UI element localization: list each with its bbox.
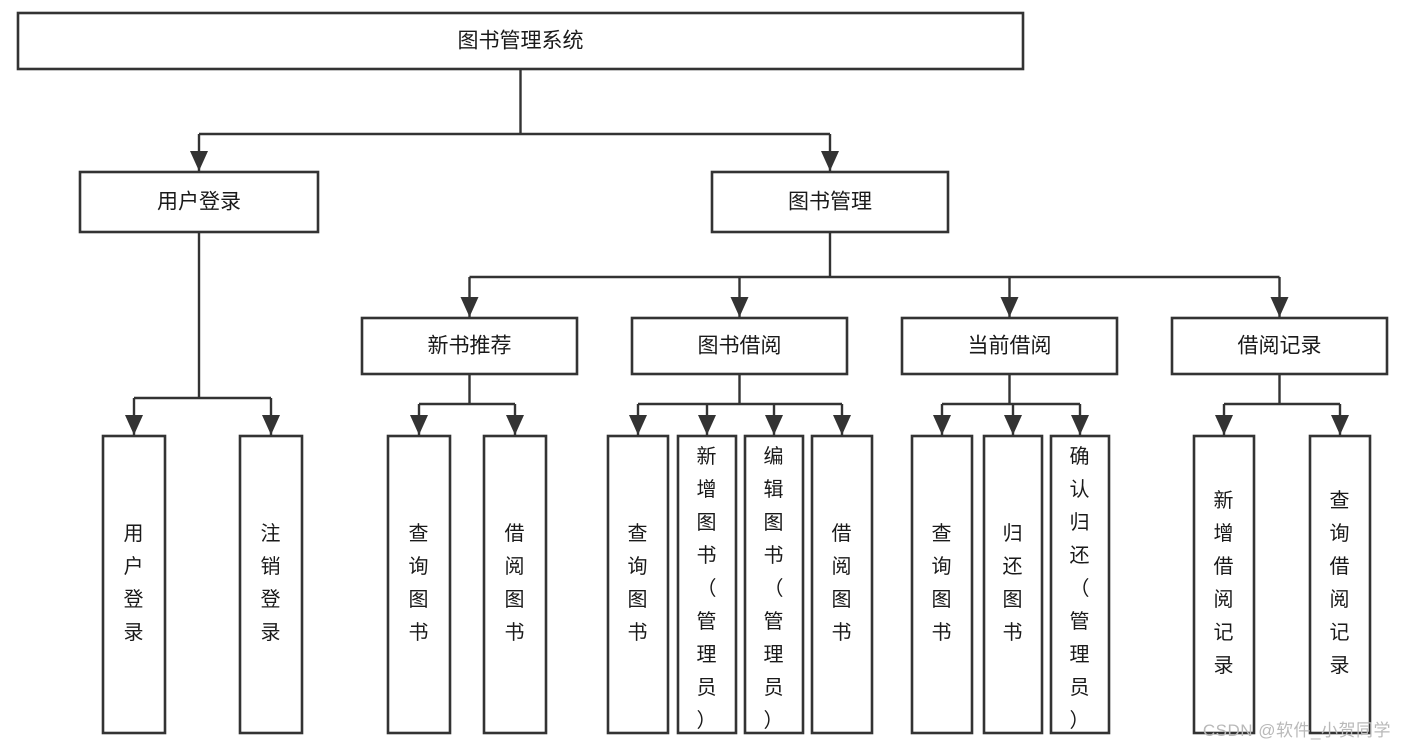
node-leaf-logout[interactable]: 注销登录 [238, 434, 304, 735]
node-leaf-user-login[interactable]: 用户登录 [101, 434, 167, 735]
node-label-leaf-query-borrow-record: 查询借阅记录 [1330, 489, 1351, 677]
node-label-current-borrow: 当前借阅 [968, 335, 1052, 358]
node-box-leaf-confirm-return-admin [1049, 434, 1111, 735]
arrow-head-icon [730, 297, 749, 317]
node-label-user-login: 用户登录 [157, 191, 241, 214]
arrow-head-icon [190, 151, 208, 171]
node-box-borrow-record [1170, 316, 1389, 376]
arrow-head-icon [833, 415, 851, 435]
node-box-root [16, 11, 1025, 71]
node-box-leaf-query-book-3 [910, 434, 974, 735]
node-new-book-recommend[interactable]: 新书推荐 [360, 316, 579, 376]
node-label-borrow-record: 借阅记录 [1238, 335, 1322, 358]
arrow-head-icon [933, 415, 951, 435]
node-box-leaf-add-borrow-record [1192, 434, 1256, 735]
arrow-head-icon [410, 415, 428, 435]
node-leaf-edit-book-admin[interactable]: 编辑图书（管理员） [743, 434, 805, 735]
node-box-leaf-query-book-1 [386, 434, 452, 735]
node-box-leaf-query-borrow-record [1308, 434, 1372, 735]
node-label-leaf-return-book: 归还图书 [1003, 522, 1024, 644]
node-leaf-borrow-book-1[interactable]: 借阅图书 [482, 434, 548, 735]
arrow-head-icon [125, 415, 143, 435]
node-leaf-borrow-book-2[interactable]: 借阅图书 [810, 434, 874, 735]
node-leaf-add-borrow-record[interactable]: 新增借阅记录 [1192, 434, 1256, 735]
node-box-new-book-recommend [360, 316, 579, 376]
node-leaf-query-book-2[interactable]: 查询图书 [606, 434, 670, 735]
arrow-head-icon [821, 151, 839, 171]
node-label-leaf-confirm-return-admin: 确认归还（管理员） [1070, 445, 1091, 732]
arrow-head-icon [1270, 297, 1289, 317]
node-leaf-query-borrow-record[interactable]: 查询借阅记录 [1308, 434, 1372, 735]
node-box-user-login [78, 170, 320, 234]
arrow-head-icon [1215, 415, 1233, 435]
node-label-root: 图书管理系统 [458, 30, 584, 53]
connector-layer [125, 69, 1349, 435]
node-leaf-query-book-1[interactable]: 查询图书 [386, 434, 452, 735]
arrow-head-icon [262, 415, 280, 435]
node-leaf-query-book-3[interactable]: 查询图书 [910, 434, 974, 735]
node-borrow-record[interactable]: 借阅记录 [1170, 316, 1389, 376]
node-label-book-manage: 图书管理 [788, 191, 872, 214]
arrow-head-icon [765, 415, 783, 435]
node-box-book-borrow [630, 316, 849, 376]
node-label-leaf-user-login: 用户登录 [124, 523, 145, 644]
arrow-head-icon [629, 415, 647, 435]
node-label-leaf-query-book-3: 查询图书 [932, 522, 953, 644]
node-label-leaf-query-book-2: 查询图书 [628, 522, 649, 644]
node-label-new-book-recommend: 新书推荐 [428, 335, 512, 358]
node-user-login[interactable]: 用户登录 [78, 170, 320, 234]
node-label-leaf-add-book-admin: 新增图书（管理员） [697, 445, 718, 732]
node-box-leaf-logout [238, 434, 304, 735]
node-label-leaf-logout: 注销登录 [261, 522, 282, 644]
node-leaf-return-book[interactable]: 归还图书 [982, 434, 1044, 735]
node-box-current-borrow [900, 316, 1119, 376]
arrow-head-icon [1000, 297, 1019, 317]
arrow-head-icon [1071, 415, 1089, 435]
node-label-leaf-borrow-book-1: 借阅图书 [505, 522, 526, 644]
node-label-leaf-add-borrow-record: 新增借阅记录 [1214, 489, 1235, 677]
node-current-borrow[interactable]: 当前借阅 [900, 316, 1119, 376]
node-box-leaf-borrow-book-2 [810, 434, 874, 735]
node-box-leaf-borrow-book-1 [482, 434, 548, 735]
node-label-book-borrow: 图书借阅 [698, 335, 782, 358]
node-leaf-confirm-return-admin[interactable]: 确认归还（管理员） [1049, 434, 1111, 735]
node-book-manage[interactable]: 图书管理 [710, 170, 950, 234]
node-book-borrow[interactable]: 图书借阅 [630, 316, 849, 376]
arrow-head-icon [698, 415, 716, 435]
node-box-book-manage [710, 170, 950, 234]
arrow-head-icon [1004, 415, 1022, 435]
arrow-head-icon [460, 297, 479, 317]
node-box-leaf-return-book [982, 434, 1044, 735]
node-box-leaf-user-login [101, 434, 167, 735]
arrow-head-icon [506, 415, 524, 435]
node-layer: 图书管理系统用户登录图书管理新书推荐图书借阅当前借阅借阅记录用户登录注销登录查询… [16, 11, 1389, 735]
node-box-leaf-edit-book-admin [743, 434, 805, 735]
node-label-leaf-borrow-book-2: 借阅图书 [832, 522, 853, 644]
node-label-leaf-query-book-1: 查询图书 [409, 522, 430, 644]
node-root[interactable]: 图书管理系统 [16, 11, 1025, 71]
arrow-head-icon [1331, 415, 1349, 435]
node-box-leaf-query-book-2 [606, 434, 670, 735]
node-leaf-add-book-admin[interactable]: 新增图书（管理员） [676, 434, 738, 735]
node-box-leaf-add-book-admin [676, 434, 738, 735]
node-label-leaf-edit-book-admin: 编辑图书（管理员） [764, 445, 785, 732]
